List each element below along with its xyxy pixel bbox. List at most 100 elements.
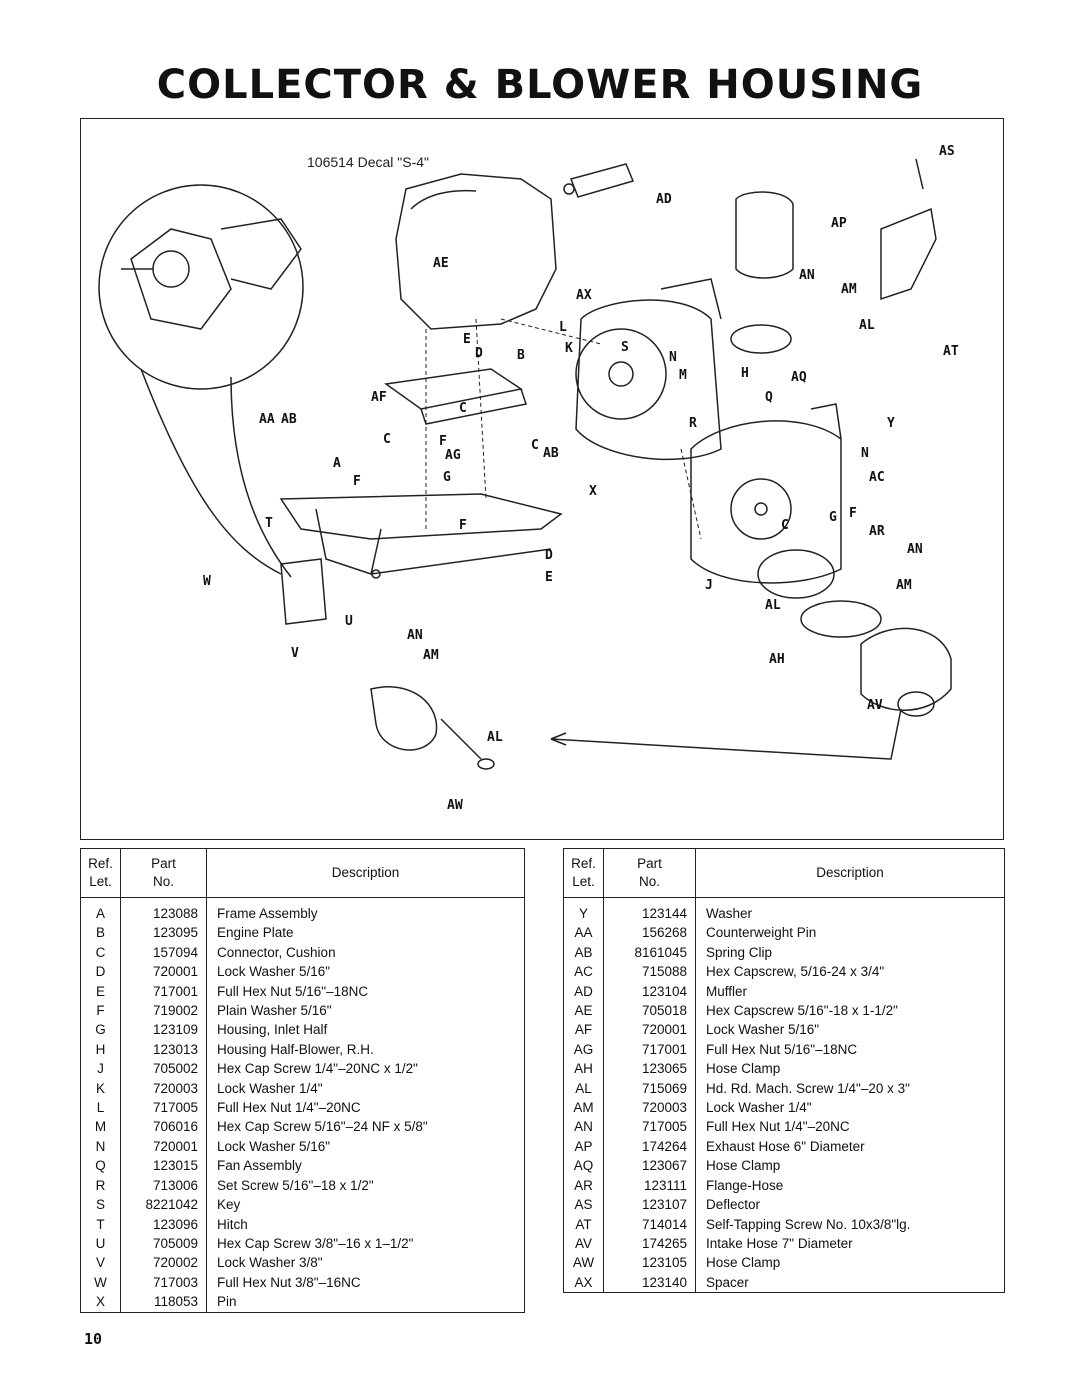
ref-letter-cell: L <box>80 1098 121 1118</box>
callout-label: M <box>679 368 687 383</box>
part-number-cell: 720001 <box>603 1020 696 1040</box>
description-cell: Plain Washer 5/16" <box>217 1003 332 1019</box>
machine-screw <box>440 718 482 760</box>
part-number-cell: 156268 <box>603 923 696 943</box>
description-cell: Full Hex Nut 5/16"–18NC <box>217 983 369 999</box>
table-header-row: Ref. Let. Part No. Description <box>80 848 525 898</box>
ref-letter-cell: AP <box>563 1136 604 1157</box>
ref-letter-cell: AM <box>563 1098 604 1118</box>
description-cell: Housing Half-Blower, R.H. <box>217 1041 374 1057</box>
part-number-cell: 720001 <box>120 962 207 982</box>
part-number-cell: 719002 <box>120 1001 207 1021</box>
pointer-arrow <box>550 708 902 760</box>
header-description: Description <box>695 848 1005 898</box>
inset-pointer <box>140 368 282 575</box>
ref-letter-cell: AE <box>563 1001 604 1021</box>
callout-label: Y <box>887 416 895 431</box>
ref-letter-cell: S <box>80 1195 121 1215</box>
housing-inlet-half <box>690 420 842 584</box>
part-number-cell: 705002 <box>120 1059 207 1079</box>
callout-label: R <box>689 416 697 431</box>
table-header-row: Ref. Let. Part No. Description <box>563 848 1005 898</box>
callout-label: S <box>621 340 629 355</box>
description-cell: Full Hex Nut 1/4"–20NC <box>706 1119 850 1135</box>
ref-letter-cell: AG <box>563 1039 604 1060</box>
callout-label: J <box>705 578 713 593</box>
part-number-cell: 715088 <box>603 962 696 982</box>
callout-label: AS <box>939 144 955 159</box>
ref-letter-cell: R <box>80 1175 121 1196</box>
part-number-cell: 123105 <box>603 1253 696 1273</box>
callout-label: L <box>559 320 567 335</box>
part-number-cell: 123067 <box>603 1156 696 1176</box>
page-title: COLLECTOR & BLOWER HOUSING <box>156 62 924 108</box>
fan-hub <box>575 328 667 420</box>
callout-label: AF <box>371 390 387 405</box>
callout-label: U <box>345 614 353 629</box>
part-number-cell: 717005 <box>603 1117 696 1137</box>
frame-assembly <box>279 493 563 540</box>
callout-label: C <box>383 432 391 447</box>
ref-letter-cell: AR <box>563 1175 604 1196</box>
description-cell: Full Hex Nut 1/4"–20NC <box>217 1100 361 1116</box>
blower-housing-rh <box>575 299 722 461</box>
ref-letter-cell: AT <box>563 1214 604 1234</box>
ref-letter-cell: F <box>80 1001 121 1021</box>
hose-clamp-bottom <box>370 686 438 751</box>
ref-letter-cell: X <box>80 1292 121 1313</box>
part-number-cell: 713006 <box>120 1175 207 1196</box>
part-number-cell: 123015 <box>120 1156 207 1176</box>
ref-letter-cell: AV <box>563 1233 604 1254</box>
callout-label: AE <box>433 256 449 271</box>
ref-letter-cell: AC <box>563 962 604 982</box>
callout-label: C <box>531 438 539 453</box>
callout-label: AN <box>407 628 423 643</box>
part-number-cell: 123088 <box>120 897 207 924</box>
part-number-cell: 717003 <box>120 1272 207 1293</box>
callout-label: C <box>781 518 789 533</box>
description-cell: Hex Cap Screw 5/16"–24 NF x 5/8" <box>217 1119 428 1135</box>
callout-label: AV <box>867 698 883 713</box>
diagram-drawing: 106514 Decal "S-4" ASADAPANAMAXAEALATLKE… <box>98 144 959 813</box>
callout-label: D <box>475 346 483 361</box>
description-cell: Washer <box>706 906 753 921</box>
ref-letter-cell: U <box>80 1233 121 1254</box>
callout-label: A <box>333 456 341 471</box>
description-cell: Full Hex Nut 5/16"–18NC <box>706 1041 858 1057</box>
ref-letter-cell: AH <box>563 1059 604 1079</box>
callout-label: AL <box>765 598 781 613</box>
ref-letter-cell: D <box>80 962 121 982</box>
part-number-cell: 705018 <box>603 1001 696 1021</box>
hose-clamp-right <box>800 600 882 638</box>
callout-label: T <box>265 516 273 531</box>
part-number-cell: 123109 <box>120 1020 207 1040</box>
description-cell: Lock Washer 1/4" <box>217 1080 323 1096</box>
callout-label: AT <box>943 344 959 359</box>
header-ref-letter: Ref. Let. <box>80 848 121 898</box>
callout-label: F <box>459 518 467 533</box>
description-cell: Muffler <box>706 983 748 999</box>
ref-letter-cell: K <box>80 1078 121 1099</box>
part-number-cell: 720001 <box>120 1136 207 1157</box>
ref-letter-cell: J <box>80 1059 121 1079</box>
callout-label: AQ <box>791 370 807 385</box>
description-cell: Self-Tapping Screw No. 10x3/8"lg. <box>706 1216 911 1232</box>
callout-label: F <box>439 434 447 449</box>
